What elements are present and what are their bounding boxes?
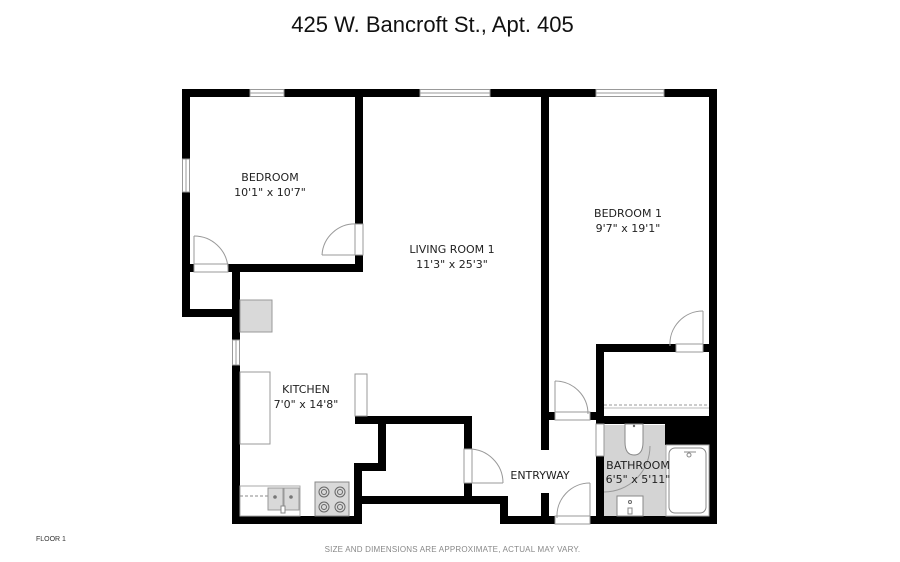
room-dims-bedroom: 10'1" x 10'7" [234,186,306,199]
bathroom-sink [616,495,644,517]
room-name-bedroom: BEDROOM [241,171,298,184]
bathtub [665,444,710,517]
room-dims-living-room: 11'3" x 25'3" [416,258,488,271]
room-dims-bathroom: 6'5" x 5'11" [606,473,671,486]
windows [182,89,665,366]
walls [182,89,717,524]
closet-shelf [604,404,709,409]
room-dims-bedroom-1: 9'7" x 19'1" [596,222,661,235]
room-name-bedroom-1: BEDROOM 1 [594,207,662,220]
floor-label: FLOOR 1 [36,536,66,543]
doors [193,223,704,525]
refrigerator [239,299,273,333]
room-name-bathroom: BATHROOM [606,459,670,472]
stove [314,481,350,517]
kitchen-counter [239,371,271,445]
disclaimer: SIZE AND DIMENSIONS ARE APPROXIMATE, ACT… [324,545,581,554]
toilet [624,423,644,456]
sink [239,485,301,517]
room-name-entryway: ENTRYWAY [510,469,570,482]
room-name-kitchen: KITCHEN [282,383,330,396]
page-title: 425 W. Bancroft St., Apt. 405 [291,12,574,37]
room-dims-kitchen: 7'0" x 14'8" [274,398,339,411]
room-name-living-room: LIVING ROOM 1 [409,243,494,256]
